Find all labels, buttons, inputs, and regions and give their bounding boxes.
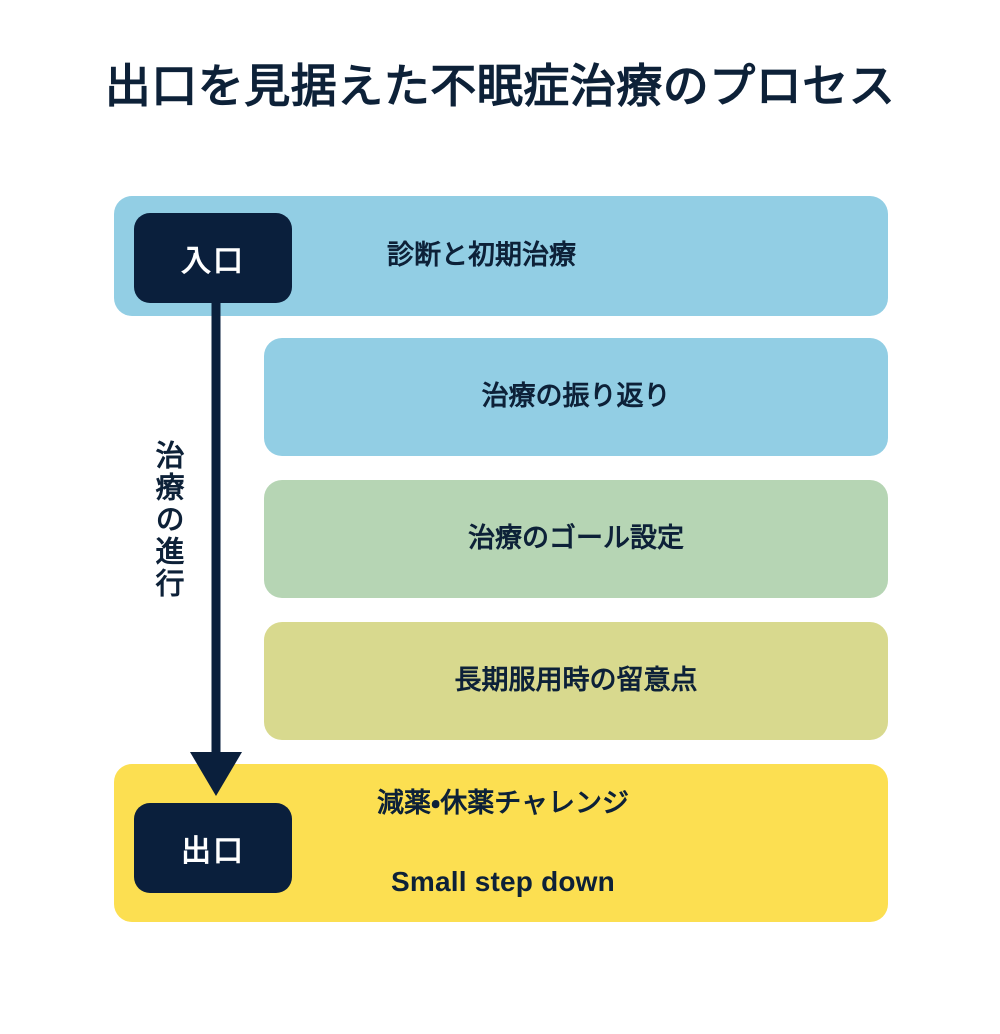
stage-label-taper-challenge: 減薬・休薬チャレンジ Small step down	[338, 744, 668, 941]
stage-label-goal-setting: 治療のゴール設定	[468, 523, 684, 554]
progress-arrow-icon	[190, 290, 242, 796]
stage-label-taper-challenge-line1: 減薬・休薬チャレンジ	[377, 787, 629, 818]
stage-label-diagnosis: 診断と初期治療	[387, 240, 576, 271]
page-title: 出口を見据えた不眠症治療のプロセス	[104, 60, 896, 112]
entry-badge[interactable]: 入口	[134, 213, 292, 303]
stage-label-long-term-cautions: 長期服用時の留意点	[454, 665, 698, 696]
stage-label-review: 治療の振り返り	[481, 381, 671, 412]
stage-band-goal-setting[interactable]: 治療のゴール設定	[264, 480, 888, 598]
stage-band-long-term-cautions[interactable]: 長期服用時の留意点	[264, 622, 888, 740]
stage-label-taper-challenge-line2: Small step down	[391, 865, 615, 897]
exit-badge[interactable]: 出口	[134, 803, 292, 893]
progress-direction-label: 治療の進行	[151, 440, 183, 600]
stage-band-review[interactable]: 治療の振り返り	[264, 338, 888, 456]
